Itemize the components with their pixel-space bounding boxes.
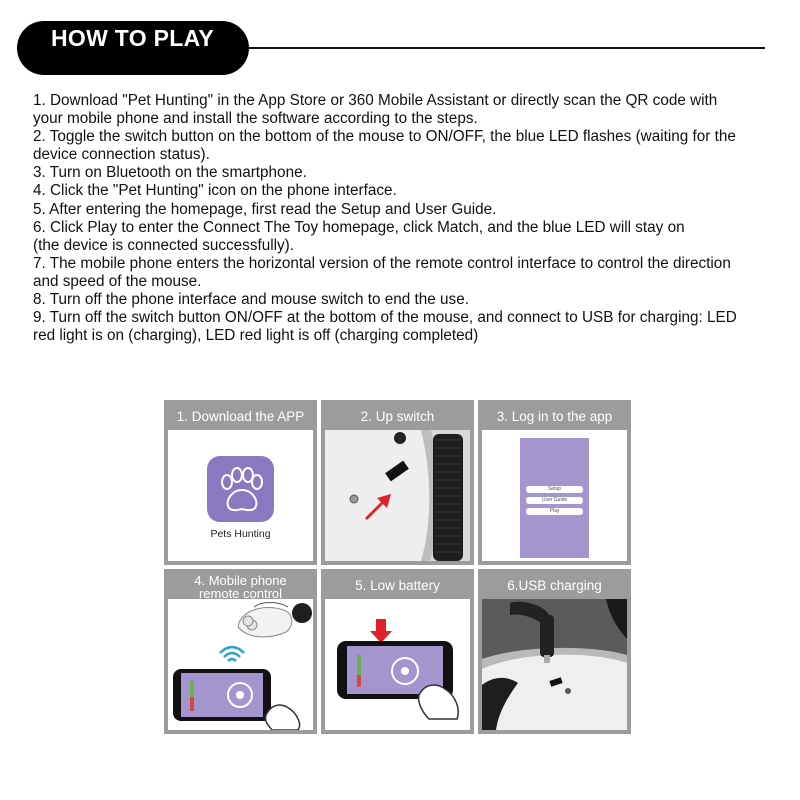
card-title: 5. Low battery (325, 573, 470, 599)
card-title: 1. Download the APP (168, 404, 313, 430)
card-body (325, 599, 470, 730)
card-usb-charging: 6.USB charging (478, 569, 631, 734)
card-remote-control: 4. Mobile phone remote control (164, 569, 317, 734)
card-title-line: 4. Mobile phone (194, 573, 287, 588)
step-line: 3. Turn on Bluetooth on the smartphone. (33, 164, 307, 182)
step-line: device connection status). (33, 146, 210, 164)
header-divider (249, 47, 765, 49)
play-button: Play (526, 508, 583, 515)
step-line: 7. The mobile phone enters the horizonta… (33, 254, 731, 272)
step-line: 4. Click the "Pet Hunting" icon on the p… (33, 182, 397, 200)
pets-hunting-app-icon (207, 456, 274, 522)
card-title: 2. Up switch (325, 404, 470, 430)
step-line: red light is on (charging), LED red ligh… (33, 327, 479, 345)
step-line: and speed of the mouse. (33, 272, 202, 290)
step-line: 1. Download "Pet Hunting" in the App Sto… (33, 92, 718, 109)
remote-control-illustration (173, 602, 312, 730)
step-line: 6. Click Play to enter the Connect The T… (33, 218, 685, 236)
page-title: HOW TO PLAY (51, 25, 215, 51)
step-line: your mobile phone and install the softwa… (33, 110, 478, 128)
low-battery-illustration (337, 619, 459, 720)
step-line: 2. Toggle the switch button on the botto… (33, 128, 736, 146)
header-banner (17, 21, 249, 75)
step-line: 9. Turn off the switch button ON/OFF at … (33, 309, 737, 327)
card-login-app: 3. Log in to the app Setup User Guide Pl… (478, 400, 631, 565)
card-body (482, 599, 627, 730)
card-title-line: remote control (198, 586, 283, 601)
step-line: 8. Turn off the phone interface and mous… (33, 291, 469, 309)
card-body (325, 430, 470, 561)
mouse-switch-photo (325, 430, 470, 561)
card-title: 4. Mobile phone remote control (168, 573, 313, 601)
step-line: 5. After entering the homepage, first re… (33, 200, 497, 218)
card-body: Pets Hunting (168, 430, 313, 561)
card-title: 6.USB charging (482, 573, 627, 599)
card-body: Setup User Guide Play (482, 430, 627, 561)
card-title: 3. Log in to the app (482, 404, 627, 430)
card-low-battery: 5. Low battery (321, 569, 474, 734)
card-up-switch: 2. Up switch (321, 400, 474, 565)
usb-charging-photo (482, 599, 627, 730)
card-download-app: 1. Download the APP Pets Hunting (164, 400, 317, 565)
setup-button: Setup (526, 486, 583, 493)
instructions-text: 1. Download "Pet Hunting" in the App Sto… (33, 92, 783, 345)
step-line: (the device is connected successfully). (33, 236, 295, 254)
app-name-label: Pets Hunting (210, 528, 271, 540)
card-body (168, 599, 313, 730)
user-guide-button: User Guide (526, 497, 583, 504)
